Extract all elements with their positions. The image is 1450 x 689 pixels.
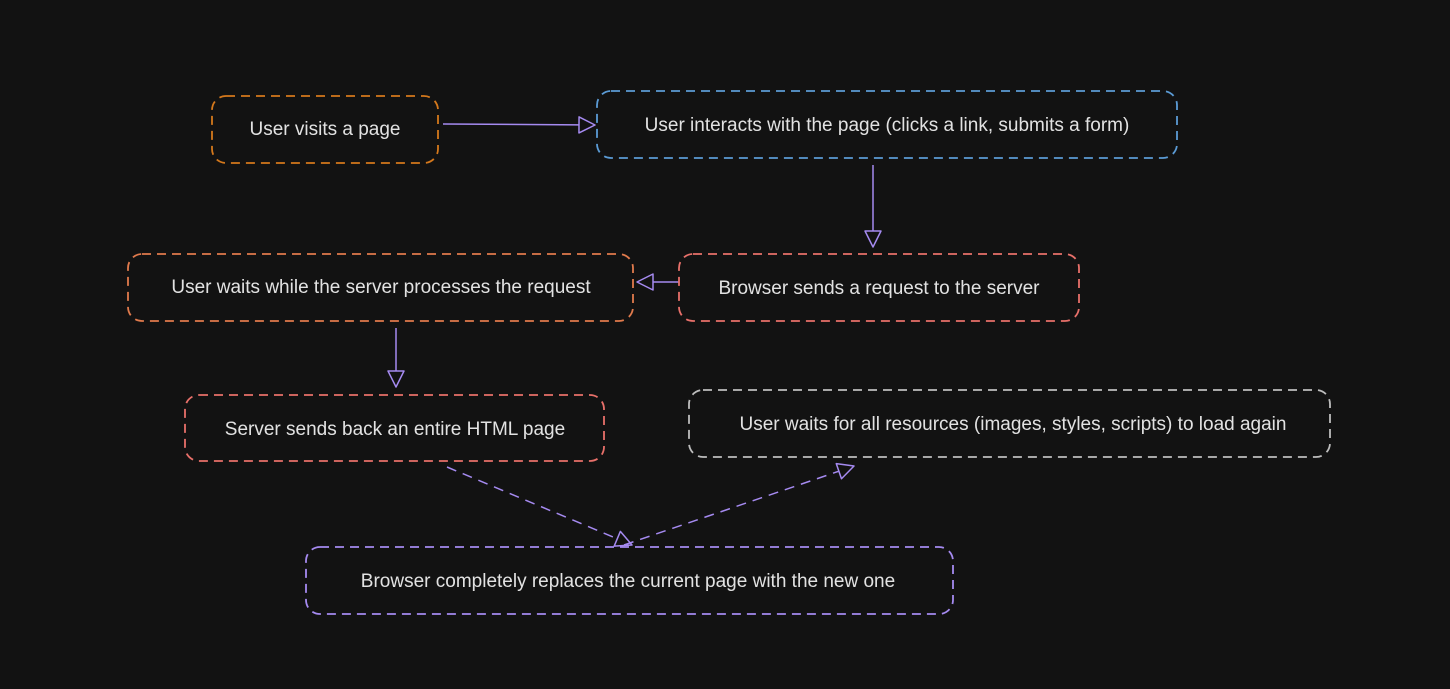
node-box: [211, 95, 439, 164]
node-box: [596, 90, 1178, 159]
node-box: [305, 546, 954, 615]
edge-interact-to-request: [864, 165, 882, 248]
edge-line: [442, 123, 580, 126]
node-browser-replaces-page: Browser completely replaces the current …: [305, 546, 954, 615]
edges-layer: [387, 116, 882, 547]
node-label: Browser completely replaces the current …: [361, 571, 895, 592]
node-box: [184, 394, 605, 462]
node-box: [678, 253, 1080, 322]
edge-request-to-wait: [636, 273, 679, 291]
edge-html-to-replace: [446, 466, 633, 547]
edge-wait-to-html: [387, 328, 405, 388]
arrowhead: [636, 273, 654, 291]
edge-replace-to-reload: [623, 462, 855, 546]
node-user-waits-resources: User waits for all resources (images, st…: [688, 389, 1331, 458]
node-label: Server sends back an entire HTML page: [225, 419, 565, 440]
node-label: User visits a page: [249, 119, 400, 140]
arrowhead: [387, 370, 405, 388]
node-user-visits-page: User visits a page: [211, 95, 439, 164]
node-box: [688, 389, 1331, 458]
arrowhead: [578, 116, 596, 134]
node-user-waits-server: User waits while the server processes th…: [127, 253, 634, 322]
arrowhead: [864, 230, 882, 248]
arrowhead: [613, 530, 633, 547]
node-server-sends-html: Server sends back an entire HTML page: [184, 394, 605, 462]
node-label: User waits for all resources (images, st…: [740, 414, 1287, 435]
edge-visit-to-interact: [442, 116, 596, 134]
node-user-interacts: User interacts with the page (clicks a l…: [596, 90, 1178, 159]
node-box: [127, 253, 634, 322]
edge-line: [623, 470, 840, 546]
node-label: User waits while the server processes th…: [171, 277, 591, 298]
edge-line: [446, 466, 618, 540]
node-browser-sends-request: Browser sends a request to the server: [678, 253, 1080, 322]
node-label: User interacts with the page (clicks a l…: [645, 115, 1130, 136]
node-label: Browser sends a request to the server: [718, 278, 1040, 299]
arrowhead: [835, 462, 855, 480]
